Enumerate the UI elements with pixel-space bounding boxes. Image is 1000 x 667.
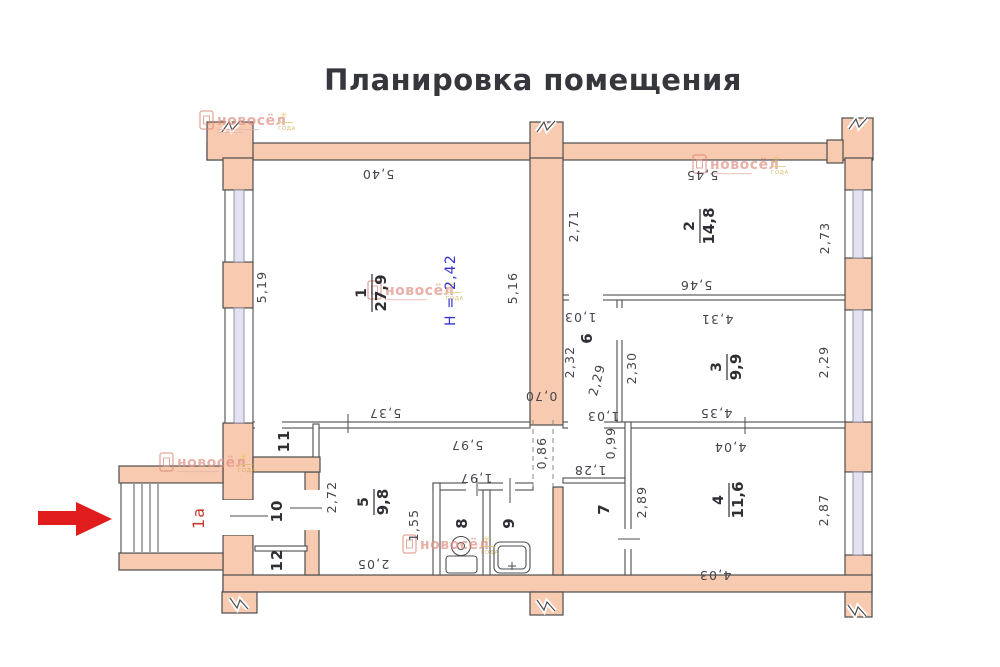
watermarks: новосёл ✳ ГОДА новосёл ✳ ГОДА новосёл ✳ … bbox=[159, 110, 789, 556]
dim-room6-top: 1,03 bbox=[564, 310, 597, 325]
svg-text:ГОДА: ГОДА bbox=[278, 126, 296, 132]
room-2-label: 2 14,8 bbox=[682, 207, 718, 244]
dim-room1-top: 5,40 bbox=[362, 167, 395, 182]
svg-text:✳: ✳ bbox=[773, 155, 781, 165]
room-1-label: 1 27,9 bbox=[354, 274, 390, 312]
dim-room6-bottom: 1,03 bbox=[587, 409, 620, 424]
dim-room4-bottom: 4,03 bbox=[699, 568, 732, 583]
dim-room4-right: 2,87 bbox=[816, 494, 831, 527]
svg-text:9,9: 9,9 bbox=[727, 354, 745, 381]
svg-text:новосёл: новосёл bbox=[217, 113, 286, 129]
svg-text:новосёл: новосёл bbox=[710, 157, 779, 173]
bathroom-fixtures bbox=[445, 535, 531, 574]
room-7-number: 7 bbox=[595, 503, 613, 514]
svg-text:9,8: 9,8 bbox=[374, 489, 392, 516]
dim-door-room1: 0,70 bbox=[525, 389, 558, 404]
toilet-icon bbox=[445, 535, 478, 574]
room-5-label: 5 9,8 bbox=[356, 489, 392, 516]
room-labels: 1 27,9 2 14,8 3 9,9 4 11,6 5 9,8 6 7 8 9… bbox=[189, 207, 747, 571]
svg-text:4: 4 bbox=[711, 495, 727, 505]
dim-bath-top: 1,97 bbox=[460, 471, 493, 486]
dim-room5-top: 5,97 bbox=[451, 438, 484, 453]
watermark: новосёл ✳ ГОДА bbox=[367, 280, 464, 302]
svg-text:1: 1 bbox=[354, 288, 370, 298]
dim-room4-top: 4,04 bbox=[714, 440, 747, 455]
room-11-number: 11 bbox=[275, 430, 293, 453]
dim-room4-left: 2,89 bbox=[634, 486, 649, 519]
watermark: новосёл ✳ ГОДА bbox=[159, 452, 256, 474]
svg-text:✳: ✳ bbox=[240, 453, 248, 463]
svg-text:✳: ✳ bbox=[280, 111, 288, 121]
windows bbox=[224, 189, 873, 556]
watermark: новосёл ✳ ГОДА bbox=[692, 154, 789, 176]
room-6-number: 6 bbox=[578, 332, 596, 343]
svg-text:ГОДА: ГОДА bbox=[446, 296, 464, 302]
walls bbox=[118, 117, 874, 618]
dim-room1-bottom: 5,37 bbox=[369, 406, 402, 421]
svg-text:✳: ✳ bbox=[483, 535, 491, 545]
dim-room3-bottom: 4,35 bbox=[700, 406, 733, 421]
entrance-label: 1а bbox=[189, 507, 208, 529]
svg-text:5: 5 bbox=[356, 497, 372, 507]
page-title: Планировка помещения bbox=[324, 63, 742, 97]
break-marks bbox=[219, 113, 869, 621]
room-4-label: 4 11,6 bbox=[711, 481, 747, 518]
svg-text:ГОДА: ГОДА bbox=[771, 170, 789, 176]
dim-room5-bottom: 2,05 bbox=[357, 557, 390, 572]
dim-room3-right: 2,29 bbox=[816, 346, 831, 379]
dim-room1-right: 5,16 bbox=[505, 272, 520, 305]
svg-text:новосёл: новосёл bbox=[177, 455, 246, 471]
shower-tray-icon bbox=[493, 541, 531, 574]
entrance-steps bbox=[133, 484, 159, 552]
ceiling-height-note: Н = 2,42 bbox=[443, 254, 459, 326]
room-12-number: 12 bbox=[268, 549, 286, 572]
svg-text:новосёл: новосёл bbox=[420, 537, 489, 553]
watermark: новосёл ✳ ГОДА bbox=[199, 110, 296, 133]
room-3-label: 3 9,9 bbox=[709, 354, 745, 381]
dim-room6-mid: 2,29 bbox=[585, 362, 608, 397]
dim-room1-left: 5,19 bbox=[254, 271, 269, 304]
dim-room2-left: 2,71 bbox=[566, 210, 581, 243]
svg-text:✳: ✳ bbox=[448, 281, 456, 291]
room-8-number: 8 bbox=[453, 517, 471, 528]
tick-marks bbox=[230, 414, 746, 540]
dim-room3-top: 4,31 bbox=[701, 312, 734, 327]
svg-text:новосёл: новосёл bbox=[385, 283, 454, 299]
dim-hall-height: 0,99 bbox=[603, 427, 618, 460]
room-10-number: 10 bbox=[268, 500, 286, 523]
svg-text:11,6: 11,6 bbox=[729, 481, 747, 518]
partitions bbox=[120, 294, 846, 576]
svg-text:27,9: 27,9 bbox=[372, 274, 390, 311]
dim-hall-width: 1,28 bbox=[574, 463, 607, 478]
dim-room2-top: 5,45 bbox=[686, 168, 719, 183]
dim-room2-right: 2,73 bbox=[817, 222, 832, 255]
dimensions: 5,40 5,37 5,45 5,46 4,31 4,35 4,04 4,03 … bbox=[254, 167, 832, 583]
watermark: новосёл ✳ ГОДА bbox=[402, 534, 499, 556]
dim-room6-left: 2,32 bbox=[562, 346, 577, 379]
dim-room2-bottom: 5,46 bbox=[680, 278, 713, 293]
room-9-number: 9 bbox=[500, 517, 518, 528]
dim-room5-inner: 1,55 bbox=[406, 509, 421, 542]
svg-text:ГОДА: ГОДА bbox=[481, 550, 499, 556]
svg-text:2: 2 bbox=[682, 221, 698, 231]
svg-text:ГОДА: ГОДА bbox=[238, 468, 256, 474]
svg-text:3: 3 bbox=[709, 362, 725, 372]
dim-room5-left: 2,72 bbox=[324, 481, 339, 514]
svg-text:14,8: 14,8 bbox=[700, 207, 718, 244]
dim-room3-left: 2,30 bbox=[624, 352, 639, 385]
dim-passage: 0,86 bbox=[534, 437, 549, 470]
dashed-passage bbox=[532, 420, 554, 487]
entrance-arrow-icon bbox=[38, 502, 112, 536]
